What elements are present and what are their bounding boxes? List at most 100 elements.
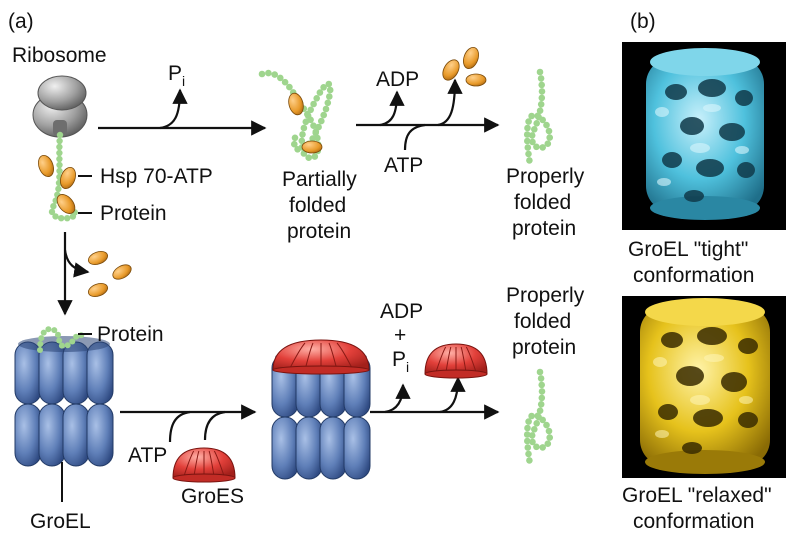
chain-bead	[543, 121, 550, 129]
chain-bead	[305, 154, 313, 161]
chain-bead	[325, 80, 333, 88]
chain-bead	[286, 83, 293, 91]
groel-subunit	[86, 403, 114, 467]
adp-release-arrow-top	[379, 90, 405, 127]
chain-bead	[536, 368, 544, 376]
chain-bead	[318, 117, 325, 125]
chain-bead	[40, 329, 47, 336]
partially-line2: folded	[289, 194, 346, 217]
chain-bead	[281, 78, 289, 86]
tight-caption-line2: conformation	[633, 264, 754, 287]
chain-bead	[58, 342, 65, 349]
chain-bead	[524, 144, 532, 151]
chain-bead	[56, 167, 63, 175]
chain-bead	[56, 155, 63, 163]
chain-bead	[277, 74, 284, 82]
relaxed-caption-line1: GroEL "relaxed"	[622, 484, 772, 507]
chain-bead	[538, 81, 545, 89]
chain-bead	[538, 94, 546, 102]
properly-top-line1: Properly	[506, 165, 585, 188]
chain-bead	[538, 388, 546, 395]
chain-bead	[533, 420, 540, 427]
chain-bead	[533, 443, 540, 451]
partially-line1: Partially	[282, 168, 357, 191]
chain-bead	[58, 215, 65, 222]
chain-bead	[538, 88, 546, 95]
chain-bead	[258, 70, 266, 78]
atp-label-top: ATP	[384, 154, 423, 177]
properly-bottom-line2: folded	[514, 310, 571, 333]
groel-groes-complex-icon	[271, 339, 371, 480]
groes-label: GroES	[181, 485, 244, 508]
groel-subunit	[295, 416, 323, 480]
released-hsp70-down-icon	[87, 251, 132, 297]
chain-bead	[311, 153, 319, 160]
chain-bead	[37, 347, 43, 353]
chain-bead	[525, 450, 532, 458]
chain-bead	[313, 95, 321, 102]
groel-subunit	[14, 403, 42, 467]
partially-line3: protein	[287, 220, 351, 243]
chain-bead	[320, 84, 327, 91]
chain-bead	[537, 375, 545, 382]
chain-bead	[528, 132, 536, 139]
chain-bead	[528, 112, 535, 120]
chain-bead	[529, 138, 536, 146]
hsp70-label: Hsp 70-ATP	[100, 165, 213, 188]
relaxed-caption-line2: conformation	[633, 510, 754, 533]
chain-bead	[56, 337, 63, 344]
chain-bead	[56, 149, 63, 157]
chain-bead	[524, 124, 531, 132]
chain-bead	[525, 418, 532, 425]
chain-bead	[52, 213, 59, 220]
chain-bead	[524, 424, 531, 432]
atp-input-arrow-top	[403, 123, 426, 151]
chain-bead	[524, 437, 531, 445]
chain-bead	[537, 101, 545, 108]
groel-subunit	[38, 403, 66, 467]
chain-bead	[546, 434, 553, 441]
chain-bead	[537, 75, 545, 82]
chain-bead	[322, 105, 330, 113]
chain-bead	[546, 134, 553, 141]
properly-bottom-line3: protein	[512, 336, 576, 359]
groel-icon	[14, 336, 114, 467]
properly-top-line3: protein	[512, 217, 576, 240]
chain-bead	[291, 140, 298, 148]
chain-bead	[544, 140, 552, 147]
ribosome-icon	[32, 75, 88, 138]
protein-label-top: Protein	[100, 202, 167, 225]
chain-bead	[326, 86, 334, 94]
groel-subunit	[343, 416, 371, 480]
groel-subunit	[319, 416, 347, 480]
hsp70-icon	[38, 154, 76, 214]
pi-label-bottom: P	[392, 348, 406, 371]
chain-bead	[310, 122, 317, 129]
chain-bead	[534, 112, 541, 120]
chain-bead	[534, 412, 541, 420]
chain-bead	[525, 118, 532, 125]
adp-label-top: ADP	[376, 68, 419, 91]
pi-release-arrow-top	[159, 88, 188, 130]
protein-entering-groel	[37, 326, 85, 353]
atp-input-arrow-bottom	[168, 410, 191, 443]
chain-bead	[539, 116, 546, 124]
chain-bead	[55, 331, 61, 338]
chain-bead	[326, 93, 333, 100]
groel-subunit	[62, 403, 90, 467]
groel-relaxed-image	[622, 296, 786, 478]
chain-bead	[37, 341, 44, 347]
chain-bead	[56, 137, 63, 145]
chain-bead	[525, 150, 532, 158]
chain-bead	[320, 111, 328, 119]
chain-bead	[298, 137, 306, 145]
chain-bead	[528, 432, 536, 439]
chain-bead	[536, 407, 544, 415]
chain-bead	[56, 143, 63, 151]
plus-label: +	[394, 324, 406, 347]
chain-bead	[56, 161, 63, 169]
chain-bead	[538, 381, 545, 389]
chain-bead	[324, 99, 332, 107]
chain-bead	[539, 444, 546, 451]
